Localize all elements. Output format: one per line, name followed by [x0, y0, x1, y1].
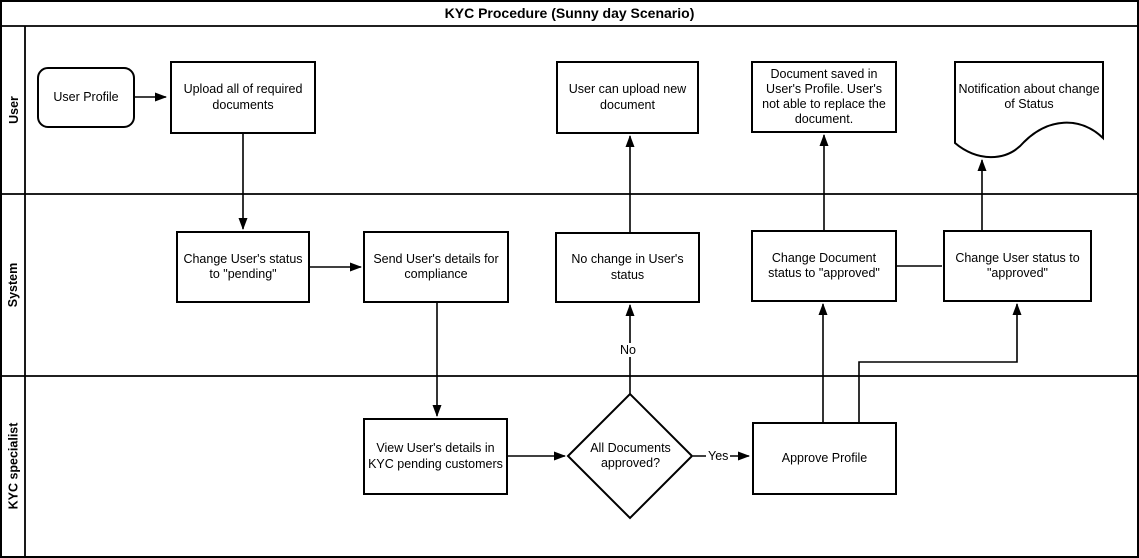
lane-label-user: User — [6, 96, 21, 124]
decision-all-documents-approved: All Documents approved? — [590, 440, 671, 470]
node-view-details: View User's details in KYC pending custo… — [363, 418, 508, 495]
lane-label-system: System — [6, 262, 21, 308]
node-change-status-pending: Change User's status to "pending" — [176, 231, 310, 303]
decision-diamond-shape — [566, 392, 694, 520]
node-upload-documents: Upload all of required documents — [170, 61, 316, 134]
node-approve-profile: Approve Profile — [752, 422, 897, 495]
edge-label-yes: Yes — [706, 449, 731, 463]
notification-document-shape — [954, 61, 1104, 159]
diagram-title: KYC Procedure (Sunny day Scenario) — [444, 5, 695, 21]
lane-kyc-specialist: KYC specialist — [2, 376, 25, 556]
edge-approve-to-changeuserstatus — [858, 303, 1022, 422]
lane-user: User — [2, 26, 25, 194]
lane-system: System — [2, 194, 25, 376]
node-user-can-upload: User can upload new document — [556, 61, 699, 134]
node-notification-label: Notification about change of Status — [958, 81, 1100, 111]
node-send-details: Send User's details for compliance — [363, 231, 509, 303]
node-user-profile: User Profile — [37, 67, 135, 128]
lane-label-kyc-specialist: KYC specialist — [6, 422, 21, 510]
node-document-saved: Document saved in User's Profile. User's… — [751, 61, 897, 133]
edge-label-no: No — [618, 343, 638, 357]
node-no-change: No change in User's status — [555, 232, 700, 303]
node-change-user-status: Change User status to "approved" — [943, 230, 1092, 302]
node-change-document-status: Change Document status to "approved" — [751, 230, 897, 302]
